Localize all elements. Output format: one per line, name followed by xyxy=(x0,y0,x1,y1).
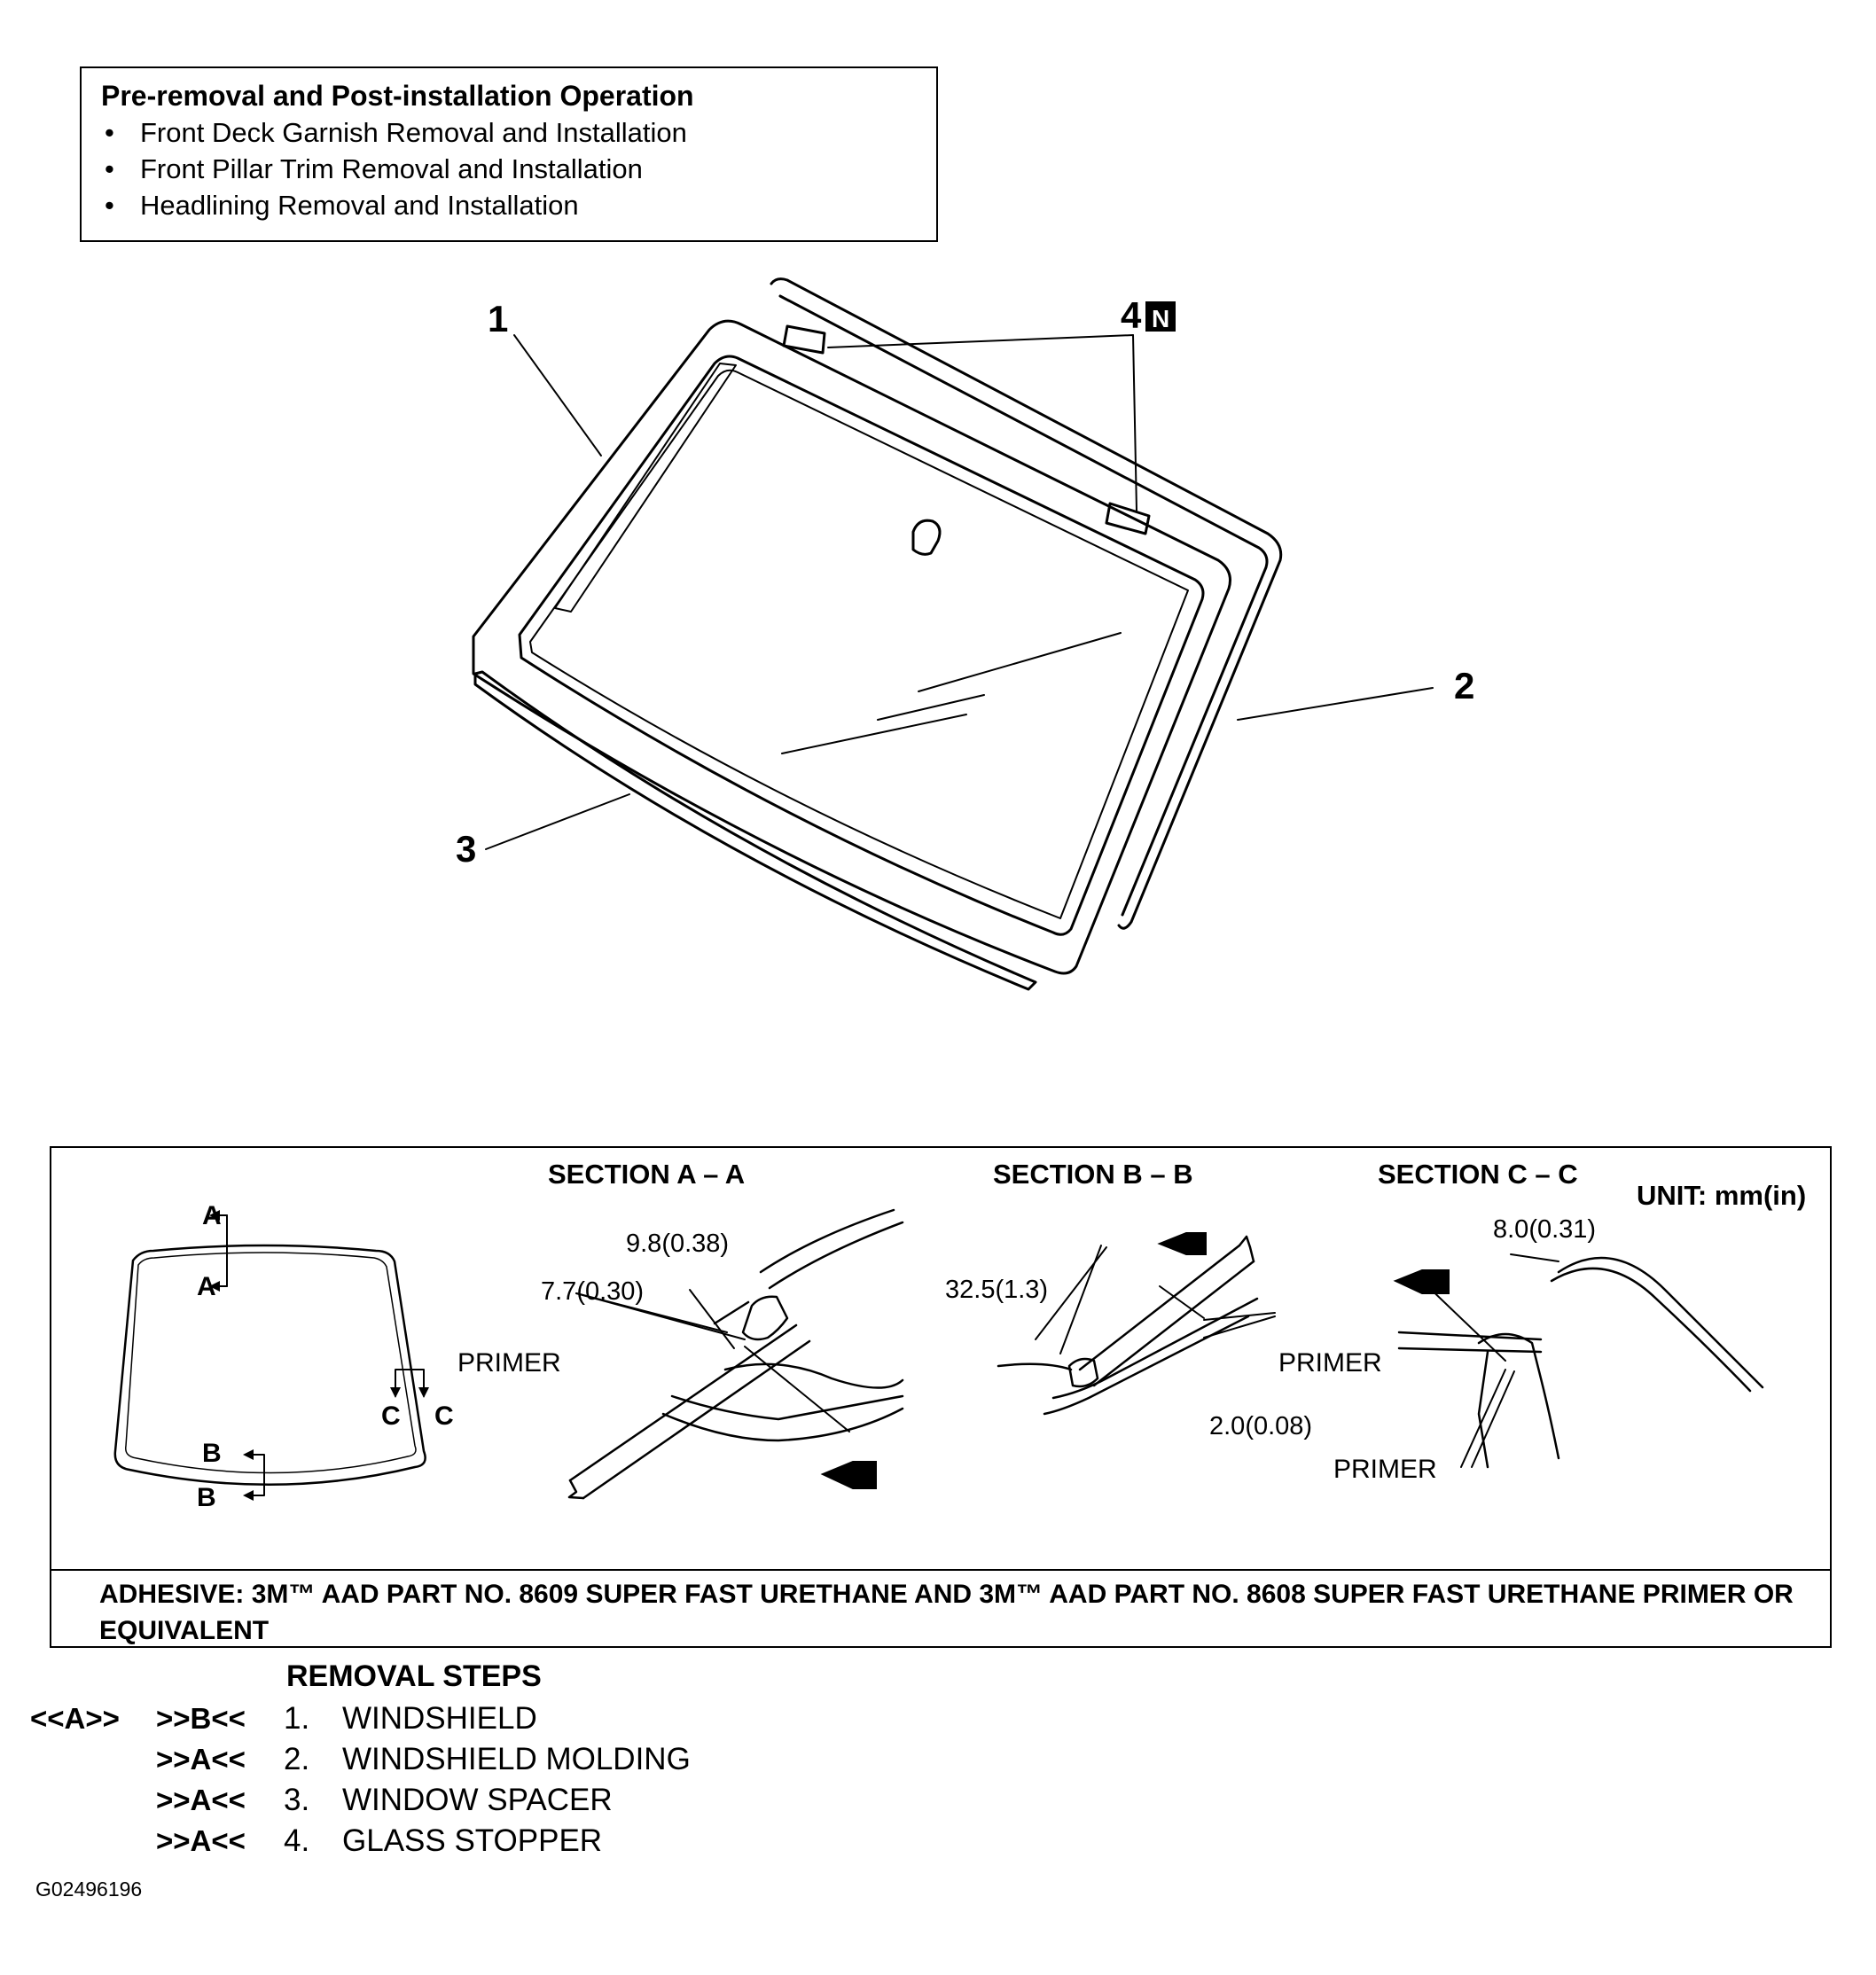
pre-operation-list: Front Deck Garnish Removal and Installat… xyxy=(101,114,917,223)
section-cc-dim-1: 8.0(0.31) xyxy=(1493,1215,1597,1244)
windshield-inner xyxy=(518,355,1205,936)
section-aa-molding xyxy=(741,1295,789,1341)
step-code-right: >>A<< xyxy=(156,1784,246,1816)
step-code-right: >>A<< xyxy=(156,1824,246,1857)
section-bb-dim-2: 2.0(0.08) xyxy=(1209,1412,1313,1440)
section-aa-break xyxy=(567,1479,585,1500)
step-number: 3. xyxy=(284,1783,310,1817)
windshield-molding-inner xyxy=(778,294,1269,917)
key-cut-b xyxy=(247,1454,265,1496)
key-cut-c xyxy=(395,1369,425,1397)
section-aa-flange xyxy=(670,1362,904,1421)
callout-2-leader xyxy=(1237,687,1434,721)
section-cc-leader xyxy=(1471,1370,1515,1468)
callout-1-leader xyxy=(513,334,602,457)
removal-steps-title: REMOVAL STEPS xyxy=(286,1659,542,1693)
section-bb-molding xyxy=(1067,1357,1099,1388)
new-part-badge xyxy=(1145,301,1176,332)
key-windshield-outline xyxy=(113,1244,426,1487)
section-cc-leader xyxy=(1460,1369,1506,1468)
step-number: 1. xyxy=(284,1701,310,1736)
glass-stopper-left xyxy=(782,324,826,355)
adhesive-spec: ADHESIVE: 3M™ AAD PART NO. 8609 SUPER FA… xyxy=(99,1580,1794,1645)
callout-4: 4 xyxy=(1121,294,1142,336)
section-cc-dim-line xyxy=(1510,1253,1559,1262)
section-aa-primer-label: PRIMER xyxy=(457,1348,561,1378)
pre-operation-item: Front Pillar Trim Removal and Installati… xyxy=(101,151,917,187)
key-windshield-inner xyxy=(125,1252,417,1474)
section-divider xyxy=(51,1569,1830,1571)
section-bb-leader xyxy=(1203,1315,1276,1339)
section-aa-dim-line xyxy=(689,1289,735,1349)
section-bb-body xyxy=(997,1297,1259,1416)
section-aa-dim-2: 7.7(0.30) xyxy=(541,1277,645,1306)
section-bb-break xyxy=(1238,1235,1255,1263)
key-cut-b-bottom: B xyxy=(197,1483,216,1512)
section-bb-leader xyxy=(1203,1312,1276,1321)
step-code-right: >>A<< xyxy=(156,1743,246,1776)
section-cc-primer-label: PRIMER xyxy=(1333,1455,1437,1484)
key-cut-c-right: C xyxy=(434,1401,454,1431)
callout-3-leader xyxy=(485,793,630,850)
glass-reflection xyxy=(877,694,985,721)
callout-2: 2 xyxy=(1454,665,1474,706)
section-bb-leader xyxy=(1159,1285,1205,1319)
section-cc-body xyxy=(1550,1256,1764,1393)
windshield-ceramic-edge xyxy=(529,369,1189,919)
key-cut-a-top: A xyxy=(202,1201,222,1230)
step-code-right: >>B<< xyxy=(156,1702,246,1735)
section-box: SECTION A – A SECTION B – B SECTION C – … xyxy=(50,1146,1832,1648)
glass-stopper-right xyxy=(1105,502,1151,535)
key-cut-b-top: B xyxy=(202,1439,222,1468)
adhesive-gun-icon xyxy=(820,1232,1450,1489)
section-aa-leader xyxy=(744,1346,850,1432)
window-spacer xyxy=(473,670,1037,991)
step-name: WINDOW SPACER xyxy=(342,1783,613,1817)
pre-operation-item: Front Deck Garnish Removal and Installat… xyxy=(101,114,917,151)
windshield-molding xyxy=(770,277,1283,930)
section-aa-leader xyxy=(575,1292,746,1340)
section-bb-dim-1: 32.5(1.3) xyxy=(945,1276,1049,1304)
section-cc-title: SECTION C – C xyxy=(1378,1159,1578,1190)
section-bb-primer-label: PRIMER xyxy=(1278,1348,1382,1378)
section-cc-glass xyxy=(1397,1331,1543,1354)
step-number: 4. xyxy=(284,1823,310,1858)
figure-id: G02496196 xyxy=(35,1877,143,1901)
windshield-outer xyxy=(472,319,1231,975)
new-part-badge-label: N xyxy=(1152,305,1169,332)
step-name: WINDSHIELD MOLDING xyxy=(342,1742,691,1776)
callout-4-leader xyxy=(827,334,1137,511)
section-aa-lower xyxy=(661,1407,904,1442)
step-name: GLASS STOPPER xyxy=(342,1823,603,1858)
key-cut-a-bottom: A xyxy=(197,1272,216,1301)
unit-label: UNIT: mm(in) xyxy=(1637,1180,1807,1211)
section-cc-pillar xyxy=(1477,1332,1560,1469)
key-arrowheads xyxy=(209,1210,429,1501)
mirror-mount xyxy=(911,519,942,556)
callout-3: 3 xyxy=(456,828,476,870)
key-cut-c-left: C xyxy=(381,1401,401,1431)
section-drawings xyxy=(113,1208,1764,1501)
windshield-strip xyxy=(554,363,737,613)
section-aa-dim-line xyxy=(713,1300,750,1325)
section-bb-title: SECTION B – B xyxy=(993,1159,1193,1190)
section-aa-dim-1: 9.8(0.38) xyxy=(626,1229,730,1258)
section-aa-body xyxy=(759,1208,904,1290)
section-bb-dim-line xyxy=(1059,1245,1102,1354)
callout-1: 1 xyxy=(488,298,508,340)
glass-reflection xyxy=(781,714,967,754)
pre-operation-title: Pre-removal and Post-installation Operat… xyxy=(101,80,694,112)
glass-reflection xyxy=(918,632,1122,692)
pre-operation-item: Headlining Removal and Installation xyxy=(101,187,917,223)
section-bb-glass xyxy=(1078,1244,1255,1387)
section-aa-glass xyxy=(568,1323,811,1500)
pre-operation-box: Pre-removal and Post-installation Operat… xyxy=(80,66,938,242)
windshield-exploded-diagram: 1 2 3 4 N xyxy=(456,277,1474,991)
step-name: WINDSHIELD xyxy=(342,1701,537,1736)
section-aa-title: SECTION A – A xyxy=(548,1159,746,1190)
step-number: 2. xyxy=(284,1742,310,1776)
step-code-left: <<A>> xyxy=(30,1702,120,1735)
